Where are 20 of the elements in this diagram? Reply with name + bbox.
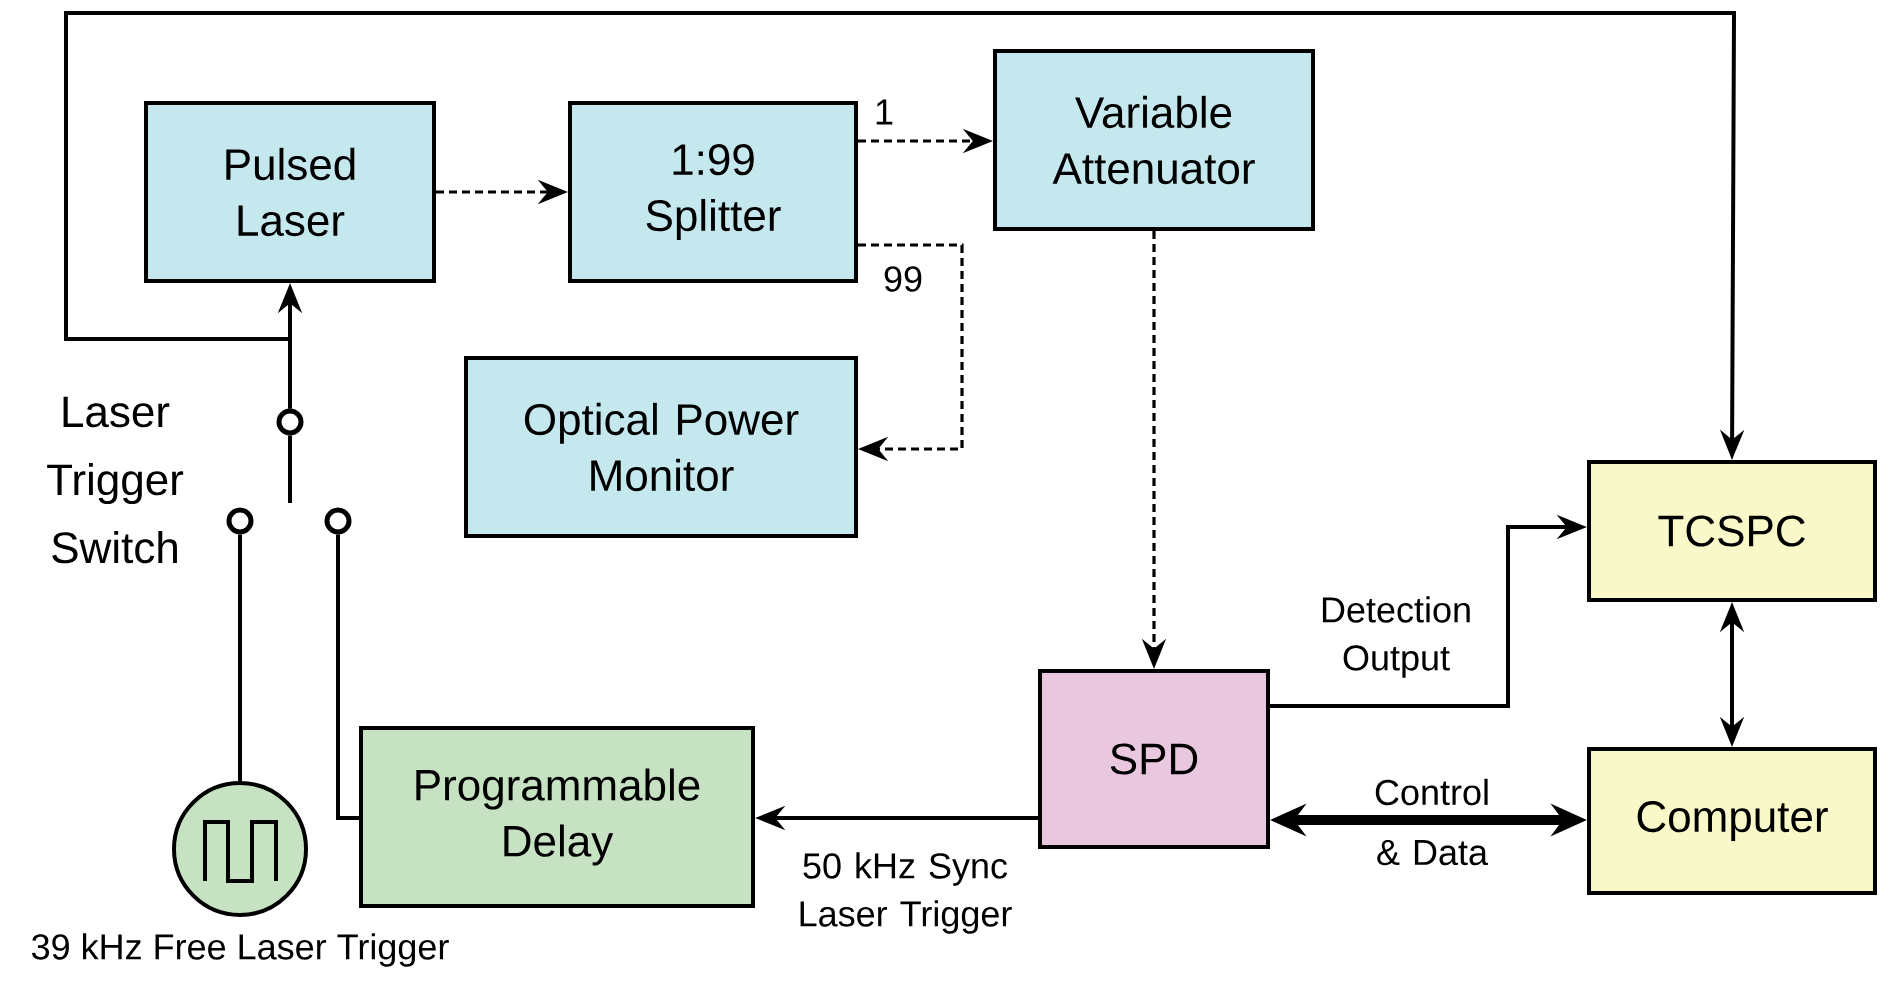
switch-label: Laser Trigger Switch bbox=[47, 396, 184, 564]
switch-terminal bbox=[226, 507, 254, 535]
process-box: 1:99 Splitter bbox=[568, 101, 858, 283]
edge-label: Control & Data bbox=[1375, 778, 1488, 866]
node-label: 39 kHz Free Laser Trigger bbox=[32, 933, 449, 967]
process-box: SPD bbox=[1038, 669, 1270, 849]
process-box: Pulsed Laser bbox=[144, 101, 436, 283]
switch-terminal bbox=[276, 408, 304, 436]
connector-arrow bbox=[858, 243, 964, 462]
switch-terminal bbox=[324, 507, 352, 535]
process-box: Computer bbox=[1587, 747, 1877, 895]
edge-label: Detection Output bbox=[1299, 594, 1493, 680]
process-box: Optical Power Monitor bbox=[464, 356, 858, 538]
edge-label: 1 bbox=[872, 97, 896, 127]
process-box: TCSPC bbox=[1587, 460, 1877, 602]
edge-label: 99 bbox=[881, 264, 926, 294]
process-box: Variable Attenuator bbox=[993, 49, 1315, 231]
process-box: Programmable Delay bbox=[359, 726, 755, 908]
edge-label: 50 kHz Sync Laser Trigger bbox=[773, 850, 1037, 936]
signal-generator bbox=[172, 781, 308, 917]
